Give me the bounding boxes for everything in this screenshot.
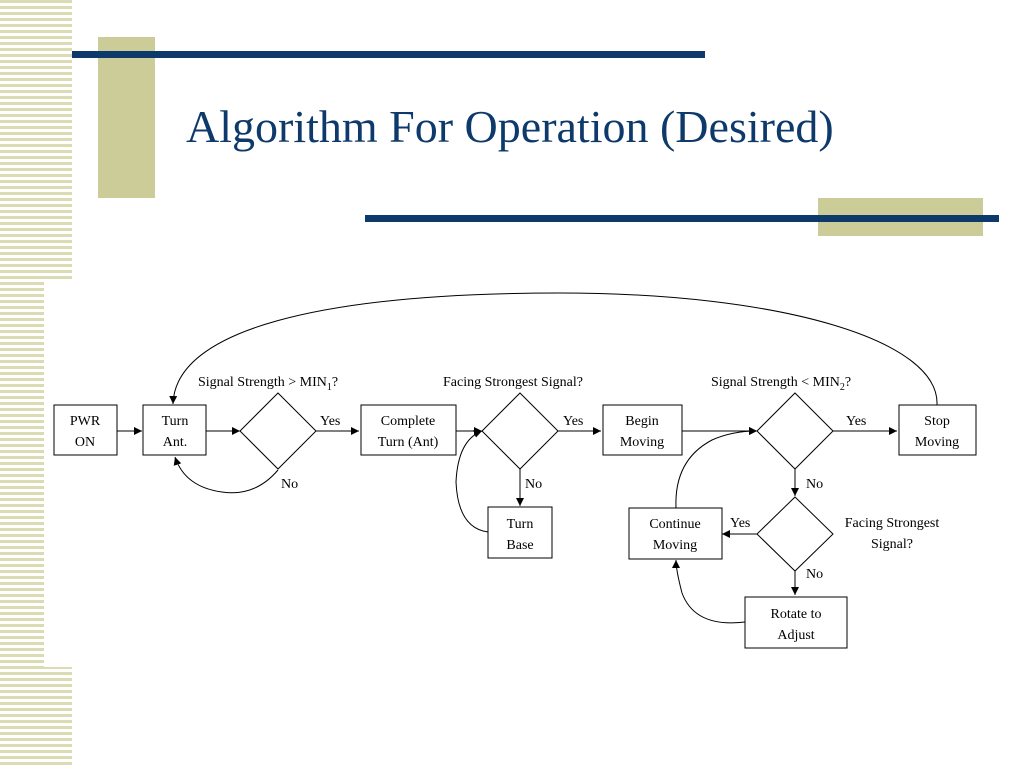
question-subscript: 2: [840, 382, 845, 393]
bottom-rule: [365, 215, 999, 222]
node-turn-ant: Turn Ant.: [142, 404, 207, 456]
node-pwr-on: PWR ON: [53, 404, 118, 456]
node-text: ON: [75, 435, 95, 450]
edge-rotate-loop: [672, 559, 746, 624]
question-suffix: ?: [845, 375, 851, 390]
node-continue-moving: Continue Moving: [628, 507, 723, 560]
node-text: Moving: [653, 538, 697, 553]
edge-label-d2-no: No: [525, 477, 542, 492]
question-text: Signal Strength > MIN: [198, 375, 327, 390]
question-text: Signal Strength < MIN: [711, 375, 840, 390]
node-text: Adjust: [777, 628, 814, 643]
title-accent-block: [98, 37, 155, 198]
node-text: Turn: [507, 517, 534, 532]
edge-label-d4-no: No: [806, 567, 823, 582]
node-text: Turn (Ant): [378, 435, 439, 450]
decision-signal-below-min2: [756, 392, 834, 470]
node-complete-turn: Complete Turn (Ant): [360, 404, 457, 456]
node-text: Turn: [162, 414, 189, 429]
decision-question-1: Signal Strength > MIN1?: [198, 375, 338, 393]
edge-turn-base-loop: [455, 430, 489, 533]
decision-question-2: Facing Strongest Signal?: [443, 375, 583, 390]
node-rotate-adjust: Rotate to Adjust: [744, 596, 848, 649]
node-begin-moving: Begin Moving: [602, 404, 683, 456]
node-text: Base: [506, 538, 533, 553]
node-text: Ant.: [163, 435, 188, 450]
decision-question-4-line2: Signal?: [871, 537, 913, 552]
node-text: Complete: [381, 414, 435, 429]
edge-stop-to-turn-ant-return: [169, 292, 938, 406]
node-text: PWR: [70, 414, 101, 429]
slide-title: Algorithm For Operation (Desired): [186, 101, 834, 152]
node-text: Stop: [924, 414, 950, 429]
decision-facing-strongest: [481, 392, 559, 470]
edge-label-d1-yes: Yes: [320, 414, 340, 429]
stripe-band-gap: [44, 282, 72, 667]
node-stop-moving: Stop Moving: [898, 404, 977, 456]
node-text: Continue: [649, 517, 700, 532]
top-rule: [72, 51, 705, 58]
question-subscript: 1: [327, 382, 332, 393]
node-text: Rotate to: [771, 607, 822, 622]
node-text: Moving: [620, 435, 664, 450]
edge-label-d1-no: No: [281, 477, 298, 492]
edge-label-d2-yes: Yes: [563, 414, 583, 429]
question-suffix: ?: [332, 375, 338, 390]
node-turn-base: Turn Base: [487, 506, 553, 559]
node-text: Moving: [915, 435, 959, 450]
edge-label-d3-no: No: [806, 477, 823, 492]
decision-signal-above-min1: [239, 392, 317, 470]
decision-facing-strongest-2: [756, 496, 834, 572]
edge-label-d3-yes: Yes: [846, 414, 866, 429]
decision-question-4-line1: Facing Strongest: [845, 516, 940, 531]
edge-label-d4-yes: Yes: [730, 516, 750, 531]
edge-d1-no-loop: [173, 456, 279, 494]
node-text: Begin: [625, 414, 658, 429]
edge-continue-loop: [675, 427, 758, 509]
decision-question-3: Signal Strength < MIN2?: [711, 375, 851, 393]
